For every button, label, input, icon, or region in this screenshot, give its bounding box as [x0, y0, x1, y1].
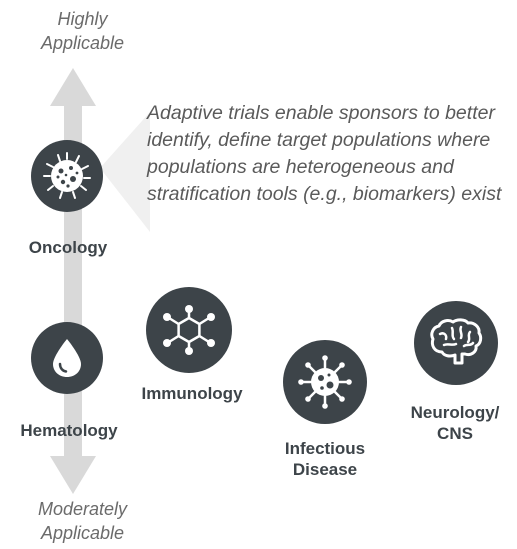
neurology-icon-circle	[414, 301, 498, 385]
hematology-label-text: Hematology	[20, 421, 118, 440]
axis-top-label-line2: Applicable	[40, 33, 125, 53]
blood-drop-icon	[53, 339, 81, 377]
oncology-label-text: Oncology	[28, 238, 108, 257]
callout-text: Adaptive trials enable sponsors to bette…	[147, 102, 502, 205]
infectious-disease-label: Infectious Disease	[256, 438, 394, 480]
immunology-icon-circle	[146, 287, 232, 373]
axis-top-label-line1: Highly	[57, 9, 108, 29]
oncology-icon-circle	[31, 140, 103, 212]
axis-arrowhead-up	[50, 68, 96, 106]
molecule-icon	[163, 305, 215, 355]
virus-icon	[298, 355, 352, 409]
axis-bottom-label-line2: Applicable	[40, 523, 125, 543]
cancer-cell-icon	[43, 152, 91, 199]
axis-bottom-label: Moderately Applicable	[0, 497, 165, 545]
brain-icon	[430, 318, 483, 365]
neurology-label-line1: Neurology/	[410, 403, 500, 422]
infectious-disease-label-line2: Disease	[292, 460, 358, 479]
neurology-label-line2: CNS	[437, 424, 473, 443]
infectious-disease-icon-circle	[283, 340, 367, 424]
neurology-label: Neurology/ CNS	[396, 402, 514, 444]
immunology-label-text: Immunology	[141, 384, 243, 403]
axis-bottom-label-line1: Moderately	[37, 499, 128, 519]
axis-top-label: Highly Applicable	[0, 7, 165, 55]
infectious-disease-label-line1: Infectious	[284, 439, 366, 458]
hematology-label: Hematology	[10, 420, 128, 441]
hematology-icon-circle	[31, 322, 103, 394]
axis-arrowhead-down	[50, 456, 96, 494]
immunology-label: Immunology	[128, 383, 256, 404]
oncology-label: Oncology	[20, 237, 116, 258]
